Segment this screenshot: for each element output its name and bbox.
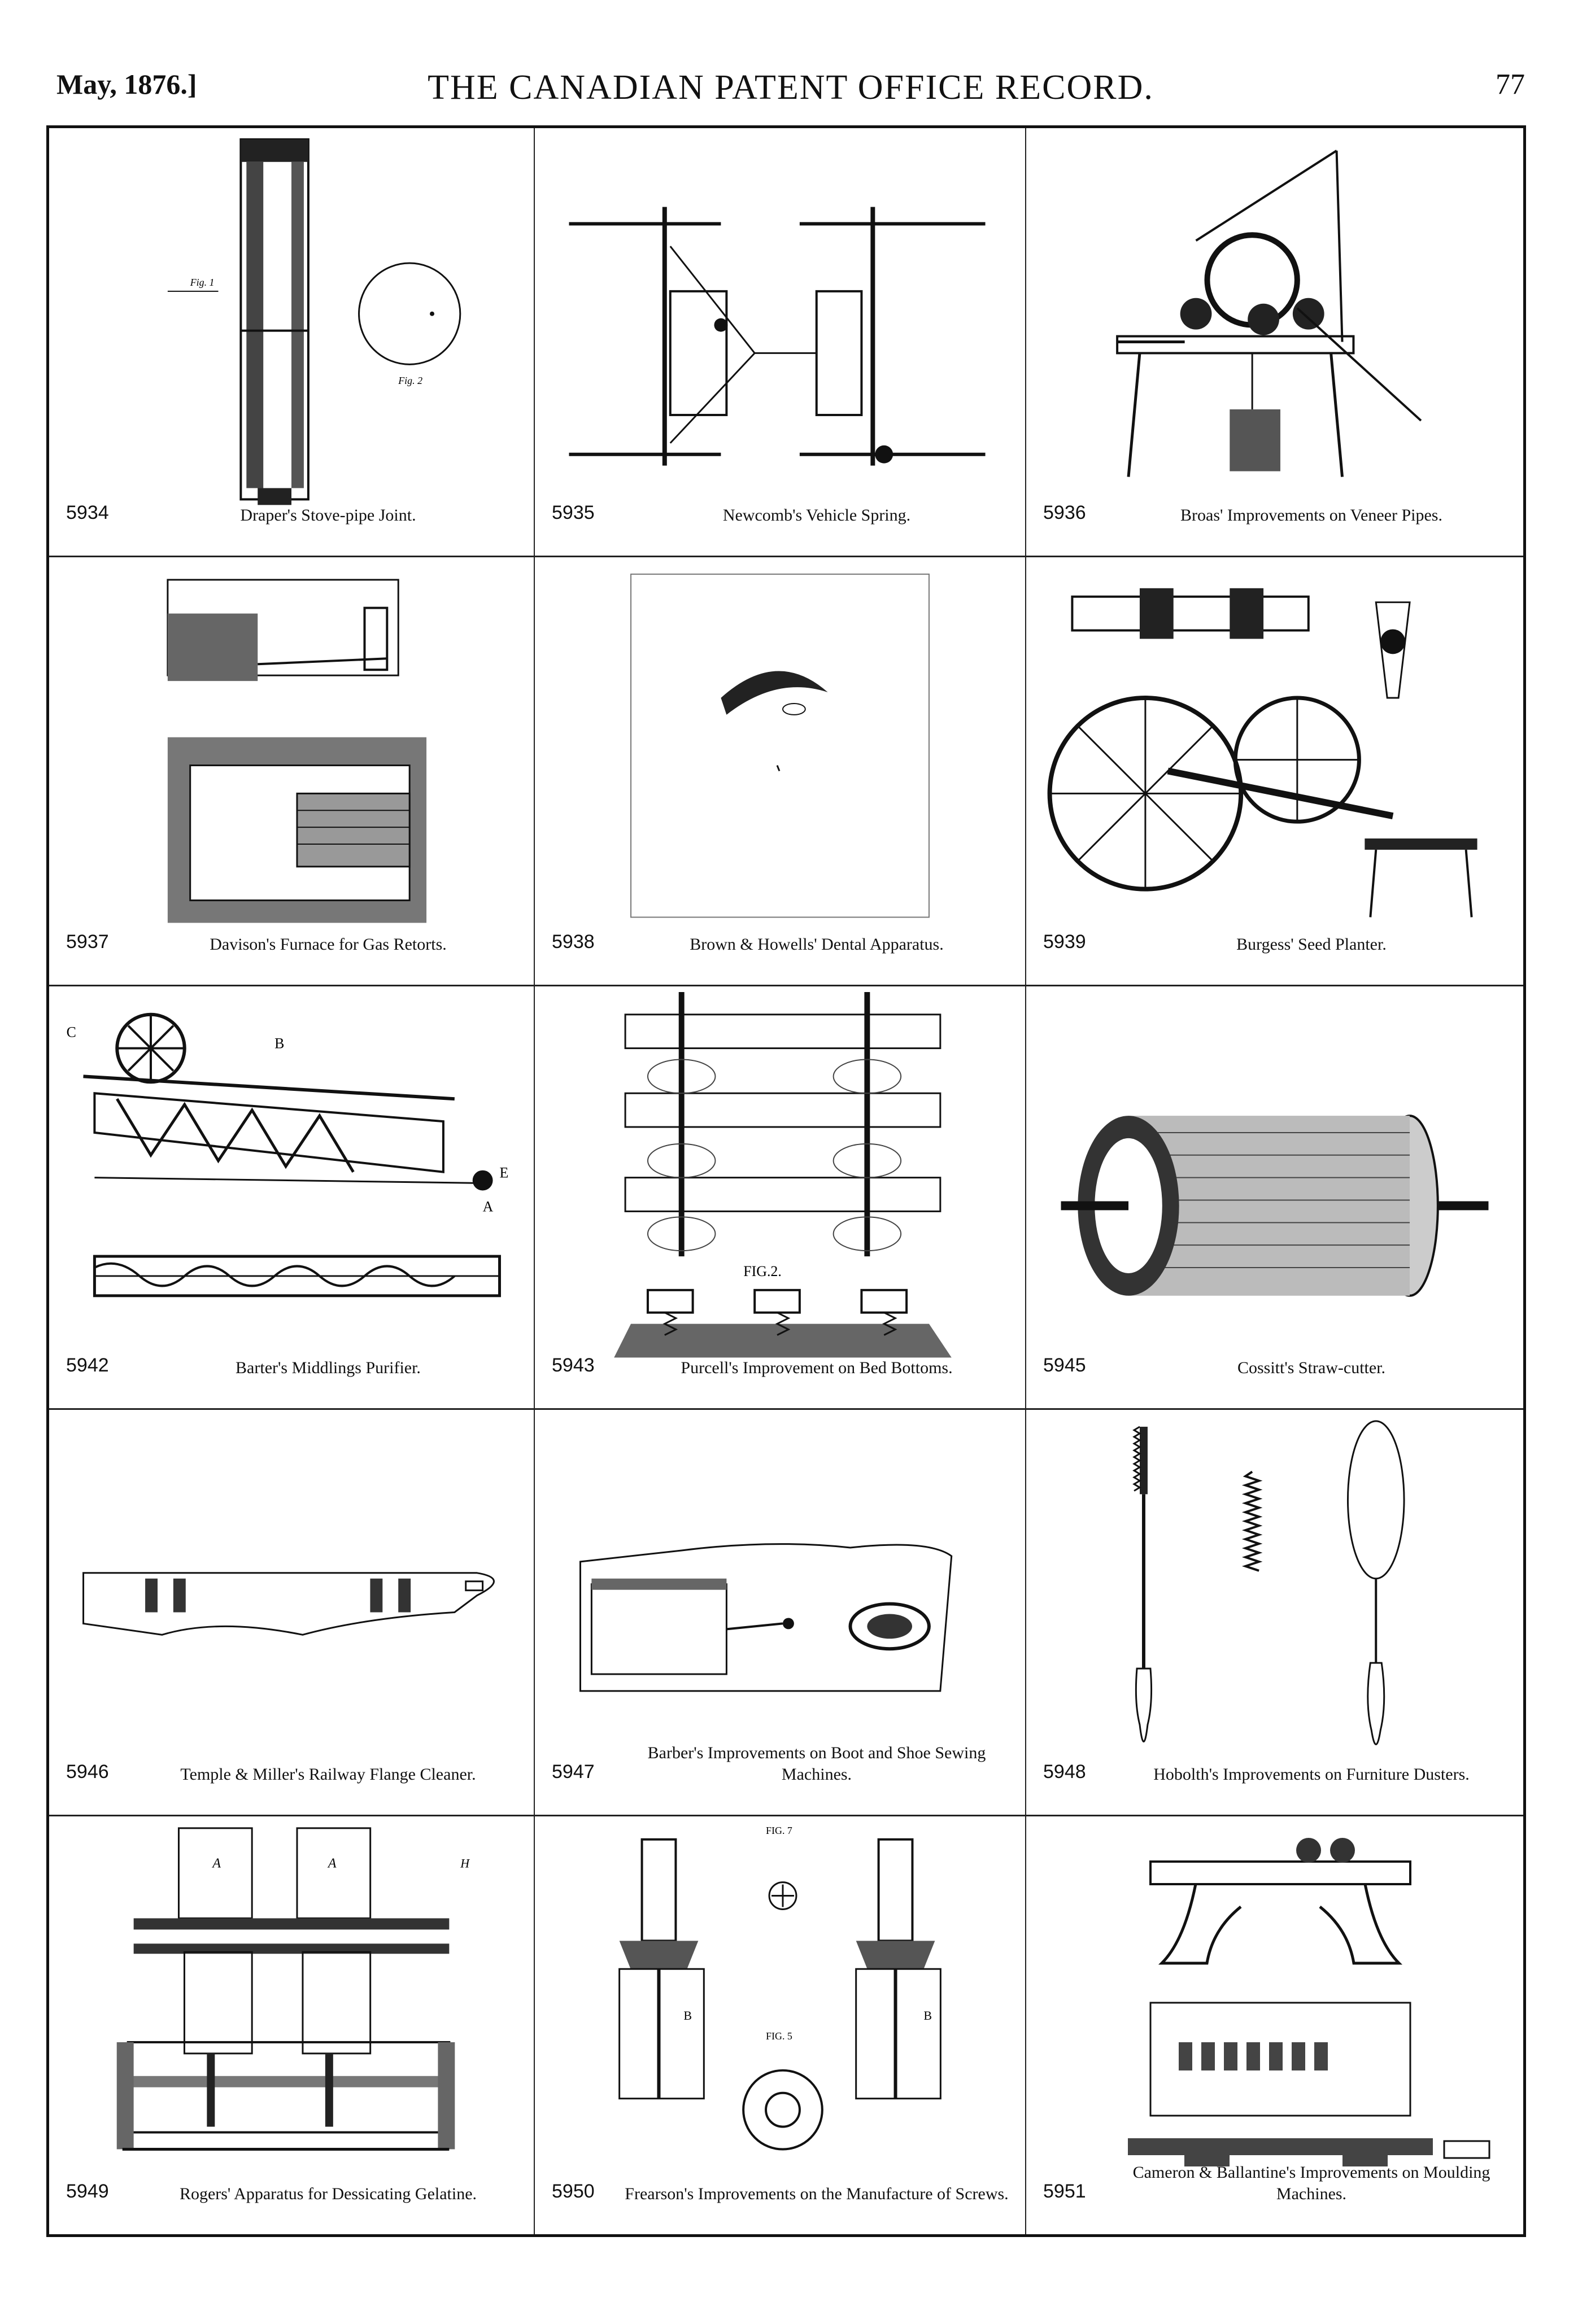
- bed-bottom-drawing: FIG.2.: [614, 991, 952, 1358]
- figure-cell-5938: 5938 Brown & Howells' Dental Apparatus.: [535, 557, 1026, 986]
- figure-cell-5935: 5935 Newcomb's Vehicle Spring.: [535, 128, 1026, 557]
- label-E: E: [500, 1165, 509, 1181]
- patent-number: 5936: [1043, 502, 1086, 523]
- middlings-purifier-drawing: B C E A: [67, 1012, 509, 1298]
- patent-number: 5943: [552, 1355, 595, 1376]
- figure-cell-5949: A A H 5949 Rogers' Apparatus for Dessica…: [49, 1816, 535, 2234]
- moulding-machine-drawing: [1128, 1838, 1490, 2166]
- fig2-caps-label: FIG.2.: [743, 1263, 782, 1279]
- patent-number: 5938: [552, 931, 595, 953]
- straw-cutter-drawing: [1061, 1115, 1489, 1297]
- figure-cell-5939: 5939 Burgess' Seed Planter.: [1026, 557, 1523, 986]
- patent-number: 5935: [552, 502, 595, 523]
- figure-cell-5936: 5936 Broas' Improvements on Veneer Pipes…: [1026, 128, 1523, 557]
- figure-caption: Davison's Furnace for Gas Retorts.: [210, 935, 447, 954]
- figure-caption: Hobolth's Improvements on Furniture Dust…: [1153, 1765, 1470, 1784]
- figure-caption: Brown & Howells' Dental Apparatus.: [690, 935, 944, 954]
- label-C: C: [67, 1024, 76, 1041]
- patent-number: 5937: [66, 931, 109, 953]
- figure-cell-5947: 5947 Barber's Improvements on Boot and S…: [535, 1410, 1026, 1816]
- figure-caption: Rogers' Apparatus for Dessicating Gelati…: [179, 2185, 477, 2203]
- label-A: A: [483, 1198, 494, 1215]
- fig2-label: Fig. 2: [398, 375, 422, 386]
- seed-planter-drawing: [1047, 588, 1477, 918]
- patent-number: 5945: [1043, 1355, 1086, 1376]
- stove-pipe-joint-drawing: Fig. 1 Fig. 2: [167, 138, 461, 505]
- issue-date: May, 1876.]: [56, 68, 197, 100]
- patent-number: 5947: [552, 1761, 595, 1783]
- figure-caption: Barber's Improvements on Boot and Shoe S…: [647, 1744, 986, 1784]
- patent-number: 5951: [1043, 2181, 1086, 2202]
- figure-caption: Purcell's Improvement on Bed Bottoms.: [681, 1358, 953, 1377]
- patent-number: 5946: [66, 1761, 109, 1783]
- screw-manufacture-drawing: FIG. 7 FIG. 5 B B: [618, 1825, 941, 2151]
- dental-apparatus-drawing: [630, 573, 930, 918]
- figure-caption: Temple & Miller's Railway Flange Cleaner…: [180, 1765, 476, 1784]
- figure-caption: Frearson's Improvements on the Manufactu…: [625, 2185, 1009, 2203]
- flange-cleaner-drawing: [82, 1572, 495, 1636]
- figure-caption: Newcomb's Vehicle Spring.: [722, 506, 911, 525]
- figure-cell-5945: 5945 Cossitt's Straw-cutter.: [1026, 986, 1523, 1410]
- patent-number: 5939: [1043, 931, 1086, 953]
- figure-caption: Cameron & Ballantine's Improvements on M…: [1132, 2163, 1490, 2203]
- label-B: B: [274, 1036, 284, 1052]
- patent-number: 5948: [1043, 1761, 1086, 1783]
- figure-cell-5937: 5937 Davison's Furnace for Gas Retorts.: [49, 557, 535, 986]
- figure-caption: Broas' Improvements on Veneer Pipes.: [1180, 506, 1442, 525]
- label-A-left: A: [211, 1856, 221, 1871]
- figure-cell-5943: FIG.2. 5943 Purcell's Improvement on Bed…: [535, 986, 1026, 1410]
- gas-retort-furnace-drawing: [167, 579, 427, 923]
- fig7-label: FIG. 7: [766, 1825, 792, 1836]
- label-A-right: A: [327, 1856, 337, 1871]
- patent-number: 5942: [66, 1355, 109, 1376]
- patent-figures-plate: Fig. 1 Fig. 2 5934 Draper's Stove-pipe J…: [46, 125, 1526, 2237]
- label-B-left: B: [683, 2008, 692, 2022]
- figure-cell-5951: 5951 Cameron & Ballantine's Improvements…: [1026, 1816, 1523, 2234]
- figure-caption: Barter's Middlings Purifier.: [236, 1358, 421, 1377]
- figure-cell-5950: FIG. 7 FIG. 5 B B 5950 Frearson's Improv…: [535, 1816, 1026, 2234]
- figure-cell-5948: 5948 Hobolth's Improvements on Furniture…: [1026, 1410, 1523, 1816]
- page-header: May, 1876.] THE CANADIAN PATENT OFFICE R…: [56, 68, 1525, 113]
- gelatine-apparatus-drawing: A A H: [116, 1827, 470, 2151]
- figure-caption: Cossitt's Straw-cutter.: [1237, 1358, 1386, 1377]
- patent-number: 5934: [66, 502, 109, 523]
- label-H: H: [460, 1856, 470, 1871]
- figure-cell-5942: B C E A 5942 Barter's Middlings Purifier…: [49, 986, 535, 1410]
- figure-cell-5946: 5946 Temple & Miller's Railway Flange Cl…: [49, 1410, 535, 1816]
- fig1-label: Fig. 1: [190, 277, 215, 288]
- figure-caption: Burgess' Seed Planter.: [1236, 935, 1387, 954]
- journal-title: THE CANADIAN PATENT OFFICE RECORD.: [428, 68, 1154, 107]
- label-B-right: B: [923, 2008, 932, 2022]
- furniture-duster-drawing: [1132, 1420, 1405, 1745]
- shoe-sewing-machine-drawing: [579, 1543, 953, 1692]
- fig5-label: FIG. 5: [766, 2030, 792, 2042]
- patent-number: 5950: [552, 2181, 595, 2202]
- patent-number: 5949: [66, 2181, 109, 2202]
- figure-cell-5934: Fig. 1 Fig. 2 5934 Draper's Stove-pipe J…: [49, 128, 535, 557]
- veneer-pipe-machine-drawing: [1116, 150, 1422, 477]
- page-number: 77: [1496, 68, 1525, 101]
- vehicle-spring-drawing: [569, 207, 986, 466]
- figure-caption: Draper's Stove-pipe Joint.: [240, 506, 416, 525]
